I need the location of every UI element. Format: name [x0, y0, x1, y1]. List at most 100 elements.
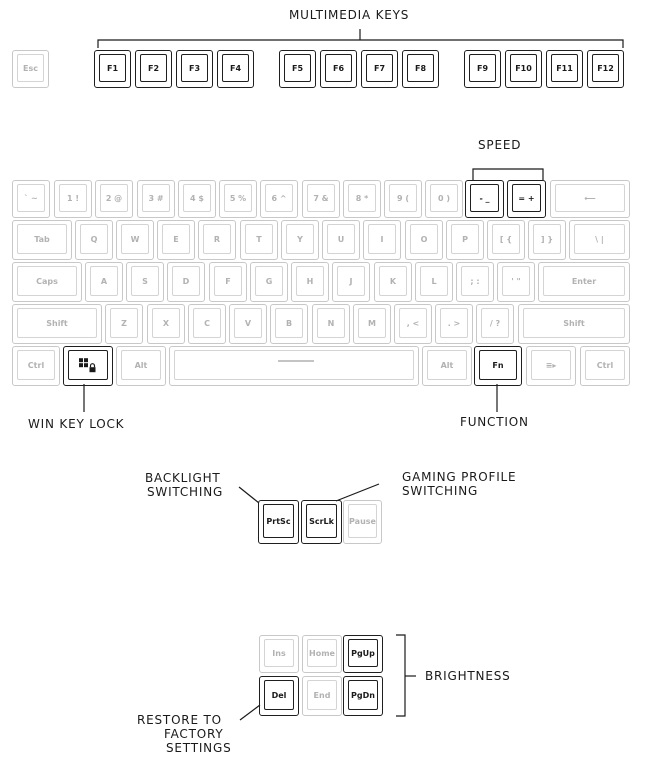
key-f9: F9	[464, 50, 501, 88]
multimedia-bracket	[97, 39, 624, 48]
key-0: 0 )	[425, 180, 463, 218]
key-g: G	[250, 262, 288, 302]
key-a: A	[85, 262, 123, 302]
key-f8: F8	[402, 50, 439, 88]
key-c: C	[188, 304, 226, 344]
key-f12: F12	[587, 50, 624, 88]
key-tab: Tab	[12, 220, 72, 260]
key-m: M	[353, 304, 391, 344]
key-right-ctrl: Ctrl	[580, 346, 630, 386]
key-w: W	[116, 220, 154, 260]
key-v: V	[229, 304, 267, 344]
restore-line	[239, 704, 261, 721]
key-p: P	[446, 220, 484, 260]
gaming-profile-label-line2: SWITCHING	[402, 484, 479, 498]
key-f10: F10	[505, 50, 542, 88]
key-f7: F7	[361, 50, 398, 88]
restore-label-line2: FACTORY	[164, 727, 224, 741]
function-label: FUNCTION	[460, 415, 529, 429]
backlight-label-line1: BACKLIGHT	[145, 471, 221, 485]
key-left-ctrl: Ctrl	[12, 346, 60, 386]
key-h: H	[291, 262, 329, 302]
key-b: B	[270, 304, 308, 344]
key-f4: F4	[217, 50, 254, 88]
key-spacebar	[169, 346, 419, 386]
key-backspace: ⟵	[550, 180, 630, 218]
gaming-line	[335, 483, 380, 502]
key-right-bracket: ] }	[528, 220, 566, 260]
win-key-lock-label: WIN KEY LOCK	[28, 417, 125, 431]
key-f: F	[209, 262, 247, 302]
key-f2: F2	[135, 50, 172, 88]
key-scrlk: ScrLk	[301, 500, 342, 544]
key-k: K	[374, 262, 412, 302]
key-z: Z	[105, 304, 143, 344]
key-o: O	[405, 220, 443, 260]
key-y: Y	[281, 220, 319, 260]
key-period: . >	[435, 304, 473, 344]
key-ins: Ins	[259, 635, 299, 673]
key-3: 3 #	[137, 180, 175, 218]
key-6: 6 ^	[260, 180, 298, 218]
key-comma: , <	[394, 304, 432, 344]
key-f11: F11	[546, 50, 583, 88]
key-left-bracket: [ {	[487, 220, 525, 260]
key-q: Q	[75, 220, 113, 260]
key-l: L	[415, 262, 453, 302]
key-esc: Esc	[12, 50, 49, 88]
key-f1: F1	[94, 50, 131, 88]
key-right-shift: Shift	[518, 304, 630, 344]
key-9: 9 (	[384, 180, 422, 218]
key-2: 2 @	[95, 180, 133, 218]
key-minus: - _	[465, 180, 504, 218]
brightness-label: BRIGHTNESS	[425, 669, 511, 683]
key-enter: Enter	[538, 262, 630, 302]
backlight-line	[238, 486, 260, 504]
key-r: R	[198, 220, 236, 260]
key-fn: Fn	[474, 346, 522, 386]
key-prtsc: PrtSc	[258, 500, 299, 544]
key-windows	[63, 346, 113, 386]
multimedia-keys-label: MULTIMEDIA KEYS	[289, 8, 410, 22]
key-pgup: PgUp	[343, 635, 383, 673]
key-pgdn: PgDn	[343, 676, 383, 716]
speed-label: SPEED	[478, 138, 522, 152]
key-4: 4 $	[178, 180, 216, 218]
key-right-alt: Alt	[422, 346, 472, 386]
key-slash: / ?	[476, 304, 514, 344]
key-n: N	[312, 304, 350, 344]
key-f6: F6	[320, 50, 357, 88]
key-left-alt: Alt	[116, 346, 166, 386]
key-u: U	[322, 220, 360, 260]
speed-bracket	[472, 168, 544, 180]
key-del: Del	[259, 676, 299, 716]
key-d: D	[167, 262, 205, 302]
key-f5: F5	[279, 50, 316, 88]
key-backslash: \ |	[569, 220, 630, 260]
key-menu: ≡▸	[526, 346, 576, 386]
key-s: S	[126, 262, 164, 302]
restore-label-line1: RESTORE TO	[137, 713, 222, 727]
key-j: J	[332, 262, 370, 302]
restore-label-line3: SETTINGS	[166, 741, 232, 755]
key-pause: Pause	[343, 500, 382, 544]
brightness-bracket	[396, 634, 406, 717]
key-caps: Caps	[12, 262, 82, 302]
backlight-label-line2: SWITCHING	[147, 485, 224, 499]
key-semicolon: ; :	[456, 262, 494, 302]
windows-lock-icon	[79, 358, 96, 373]
key-8: 8 *	[343, 180, 381, 218]
key-i: I	[363, 220, 401, 260]
key-equals: = +	[507, 180, 546, 218]
key-f3: F3	[176, 50, 213, 88]
gaming-profile-label-line1: GAMING PROFILE	[402, 470, 517, 484]
key-end: End	[302, 676, 342, 716]
key-t: T	[240, 220, 278, 260]
key-quote: ' "	[497, 262, 535, 302]
key-backtick: ` ~	[12, 180, 50, 218]
key-left-shift: Shift	[12, 304, 102, 344]
key-e: E	[157, 220, 195, 260]
key-5: 5 %	[219, 180, 257, 218]
key-7: 7 &	[302, 180, 340, 218]
